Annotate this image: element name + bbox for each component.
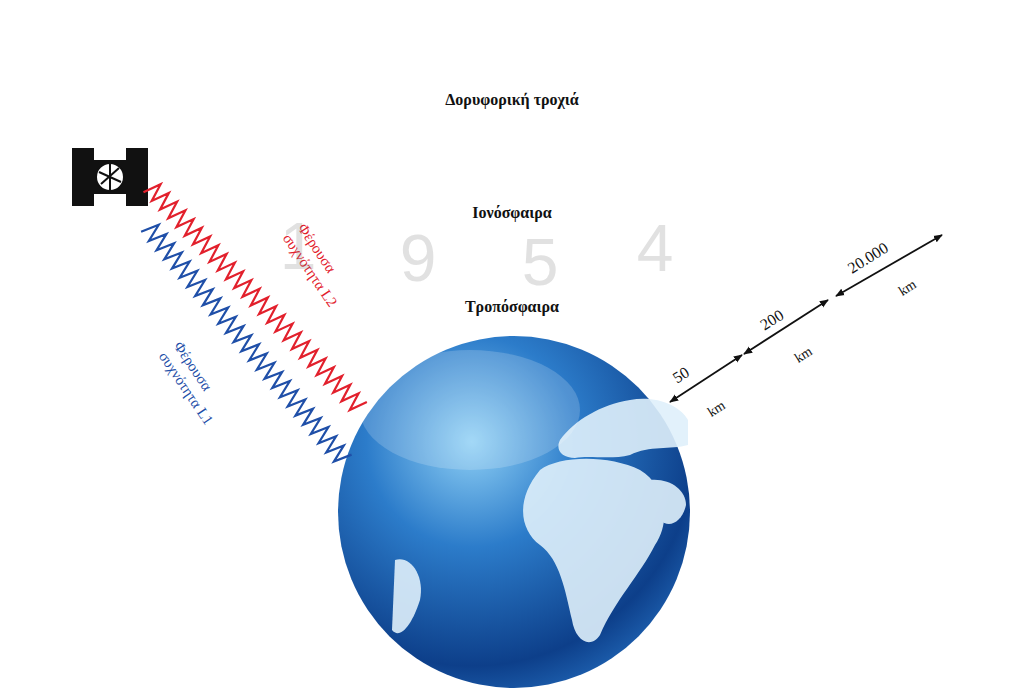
- band-label: Δορυφορική τροχιά: [445, 91, 578, 108]
- band-shape: [129, 122, 894, 465]
- dimension-value: 20.000: [845, 239, 891, 277]
- dimension-unit-holder: km: [791, 342, 815, 366]
- band-label-holder: Δορυφορική τροχιά: [12, 91, 1012, 109]
- dimension-value: 200: [757, 306, 786, 333]
- wave-label-holder: Φέρουσα συχνότητα L1: [156, 338, 237, 434]
- watermark-holder: 5: [522, 226, 559, 299]
- orbit-arc: [12, 5, 1012, 465]
- dimension-value-holder: 20.000: [845, 239, 892, 277]
- watermark: 1: [280, 209, 317, 283]
- band-fill: [129, 122, 894, 465]
- watermark-holder: 4: [637, 212, 674, 285]
- wave-label: Φέρουσα συχνότητα L1: [156, 339, 217, 428]
- dimension-value-holder: 200: [757, 306, 787, 334]
- watermark: 9: [400, 221, 437, 295]
- earth-globe: [338, 336, 690, 688]
- dimension-unit: km: [896, 276, 919, 298]
- band-label: Τροπόσφαιρα: [465, 298, 559, 315]
- watermark-holder: 1: [280, 210, 317, 283]
- dimension-value: 50: [670, 363, 693, 386]
- band-label: Ιονόσφαιρα: [472, 204, 551, 221]
- atmosphere-band: ΙονόσφαιραΤροπόσφαιρα: [129, 122, 894, 465]
- band-fill: [260, 252, 763, 465]
- carrier-waves: [141, 184, 367, 461]
- atmosphere-band: Τροπόσφαιρα: [260, 252, 763, 465]
- band-label-holder: Ιονόσφαιρα: [129, 204, 894, 222]
- band-shape: [260, 252, 763, 465]
- dimension-arrows: [670, 235, 942, 402]
- band-fill: [12, 5, 1012, 465]
- satellite-icon: [72, 148, 148, 206]
- watermark: 4: [637, 211, 674, 285]
- dimension-value-holder: 50: [670, 363, 693, 386]
- dimension-unit-holder: km: [895, 275, 919, 299]
- watermark-holder: 9: [400, 222, 437, 295]
- dimension-unit-holder: km: [704, 396, 728, 420]
- band-shape: [12, 5, 1012, 465]
- atmosphere-band: Δορυφορική τροχιάΙονόσφαιραΤροπόσφαιρα: [12, 5, 1012, 465]
- watermark: 5: [522, 225, 559, 299]
- dimension-unit: km: [705, 397, 728, 419]
- dimension-unit: km: [792, 343, 815, 365]
